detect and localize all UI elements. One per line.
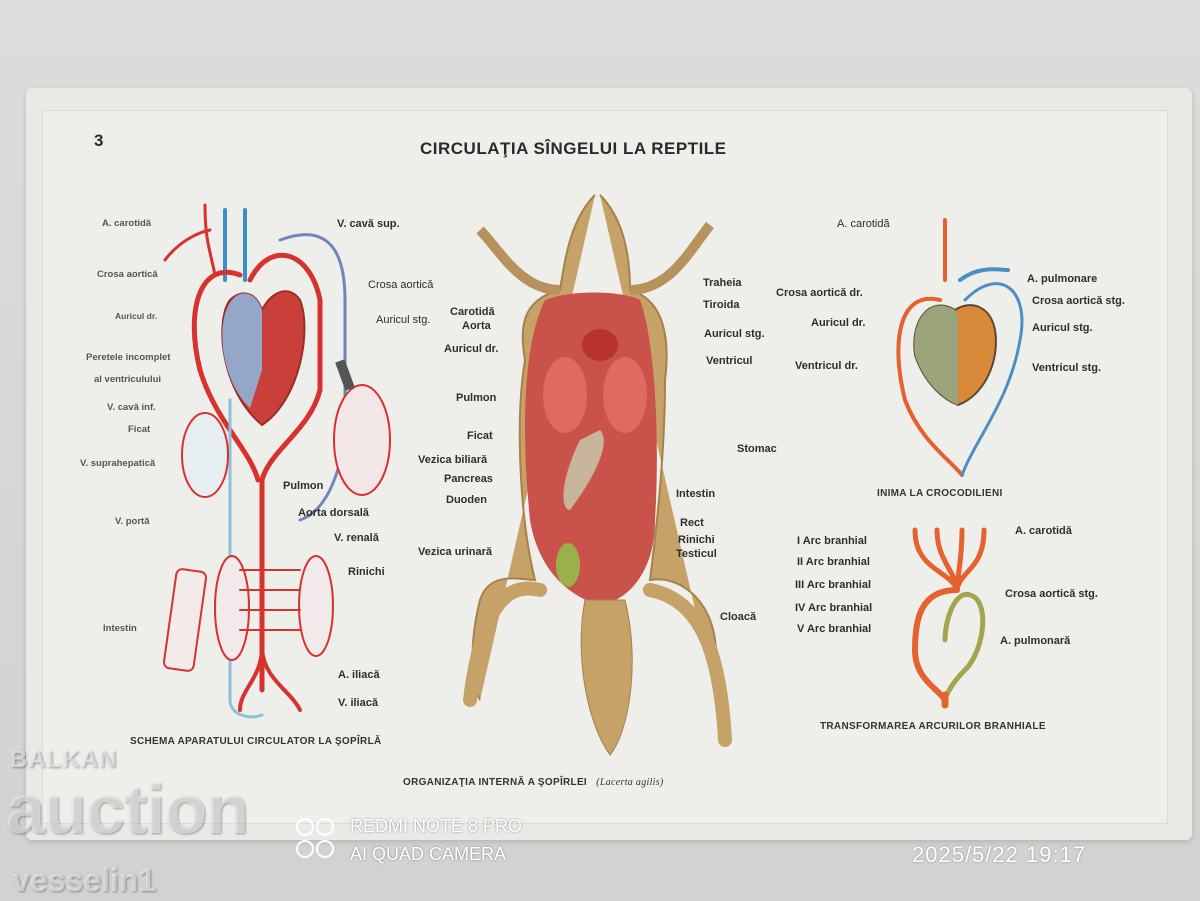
label-left-vsuprahepatica: V. suprahepatică xyxy=(80,458,156,469)
label-left-aorta-dorsala: Aorta dorsală xyxy=(298,507,369,519)
label-mid-pulmon: Pulmon xyxy=(456,392,497,404)
label-left-crosa-aortica-2: Crosa aortică xyxy=(368,279,434,291)
label-left-vcava-sup: V. cavă sup. xyxy=(337,218,400,230)
label-left-pulmon: Pulmon xyxy=(283,480,324,492)
label-mid-ficat: Ficat xyxy=(467,430,493,442)
label-rb-arc-1: I Arc branhial xyxy=(797,535,867,547)
label-left-crosa-aortica: Crosa aortică xyxy=(97,269,158,280)
watermark-auction: auction xyxy=(6,770,249,848)
photo-timestamp: 2025/5/22 19:17 xyxy=(912,842,1087,867)
caption-middle-diagram: ORGANIZAŢIA INTERNĂ A ŞOPÎRLEI (Lacerta … xyxy=(403,777,664,788)
label-rb-a-pulmonara: A. pulmonară xyxy=(1000,635,1071,647)
label-mid-stomac: Stomac xyxy=(737,443,777,455)
label-mid-carotida: Carotidă xyxy=(450,306,495,318)
camera-lens-icon xyxy=(296,818,340,860)
caption-left-diagram: SCHEMA APARATULUI CIRCULATOR LA ŞOPÎRLĂ xyxy=(130,736,382,747)
label-left-ficat: Ficat xyxy=(128,424,151,435)
label-rb-arc-3: III Arc branhial xyxy=(795,579,872,591)
label-rt-a-carotida: A. carotidă xyxy=(837,218,890,230)
label-mid-auricul-dr: Auricul dr. xyxy=(444,343,499,355)
label-left-auricul-stg: Auricul stg. xyxy=(376,314,431,326)
camera-model: REDMI NOTE 8 PRO xyxy=(350,816,523,836)
label-rb-arc-4: IV Arc branhial xyxy=(795,602,873,614)
poster-title: CIRCULAŢIA SÎNGELUI LA REPTILE xyxy=(420,139,727,158)
camera-subtitle: AI QUAD CAMERA xyxy=(350,844,507,864)
label-rt-ventricul-dr: Ventricul dr. xyxy=(795,360,858,372)
watermark-balkan: BALKAN xyxy=(10,746,118,773)
label-rb-crosa-stg: Crosa aortică stg. xyxy=(1005,588,1098,600)
label-left-a-carotida: A. carotidă xyxy=(102,218,152,229)
label-mid-rect: Rect xyxy=(680,517,704,529)
label-mid-aorta: Aorta xyxy=(462,320,491,332)
label-rt-ventricul-stg: Ventricul stg. xyxy=(1032,362,1102,374)
label-mid-tiroida: Tiroida xyxy=(703,299,740,311)
label-rt-crosa-stg: Crosa aortică stg. xyxy=(1032,295,1125,307)
lizard-dissection xyxy=(463,194,732,756)
caption-right-bottom-diagram: TRANSFORMAREA ARCURILOR BRANHIALE xyxy=(820,721,1046,732)
label-left-rinichi: Rinichi xyxy=(348,566,385,578)
label-rb-arc-2: II Arc branhial xyxy=(797,556,870,568)
plate-number: 3 xyxy=(94,131,104,150)
crocodile-heart xyxy=(896,218,1024,477)
label-mid-ventricul: Ventricul xyxy=(706,355,753,367)
label-left-intestin: Intestin xyxy=(103,623,137,634)
label-rt-auricul-stg: Auricul stg. xyxy=(1032,322,1093,334)
label-left-v-iliaca: V. iliacă xyxy=(338,697,378,709)
label-mid-traheia: Traheia xyxy=(703,277,742,289)
label-mid-vezica-urinara: Vezica urinară xyxy=(418,546,492,558)
label-mid-intestin: Intestin xyxy=(676,488,716,500)
label-rt-auricul-dr: Auricul dr. xyxy=(811,317,866,329)
label-mid-cloaca: Cloacă xyxy=(720,611,757,623)
label-left-vcava-inf: V. cavă inf. xyxy=(107,402,156,413)
left-circulatory-schema xyxy=(162,203,391,719)
label-left-perete-2: al ventriculului xyxy=(94,374,162,385)
species-name: (Lacerta agilis) xyxy=(596,777,664,788)
label-left-vporta: V. portă xyxy=(115,516,150,527)
label-left-vrenala: V. renală xyxy=(334,532,379,544)
branchial-arches xyxy=(911,527,987,709)
label-rt-a-pulmonare: A. pulmonare xyxy=(1027,273,1098,285)
label-mid-vezica-biliara: Vezica biliară xyxy=(418,454,488,466)
label-left-a-iliaca: A. iliacă xyxy=(338,669,380,681)
caption-middle-text: ORGANIZAŢIA INTERNĂ A ŞOPÎRLEI xyxy=(403,777,587,788)
label-mid-rinichi: Rinichi xyxy=(678,534,715,546)
caption-right-top-diagram: INIMA LA CROCODILIENI xyxy=(877,488,1003,499)
label-mid-pancreas: Pancreas xyxy=(444,473,493,485)
label-left-auricul-dr: Auricul dr. xyxy=(115,311,158,321)
label-left-perete-1: Peretele incomplet xyxy=(86,352,171,363)
label-mid-duoden: Duoden xyxy=(446,494,487,506)
label-rb-a-carotida: A. carotidă xyxy=(1015,525,1072,537)
label-mid-testicul: Testicul xyxy=(676,548,717,560)
label-rb-arc-5: V Arc branhial xyxy=(797,623,872,635)
label-rt-crosa-dr: Crosa aortică dr. xyxy=(776,287,863,299)
watermark-user: vesselin1 xyxy=(12,862,157,898)
label-mid-auricul-stg: Auricul stg. xyxy=(704,328,765,340)
